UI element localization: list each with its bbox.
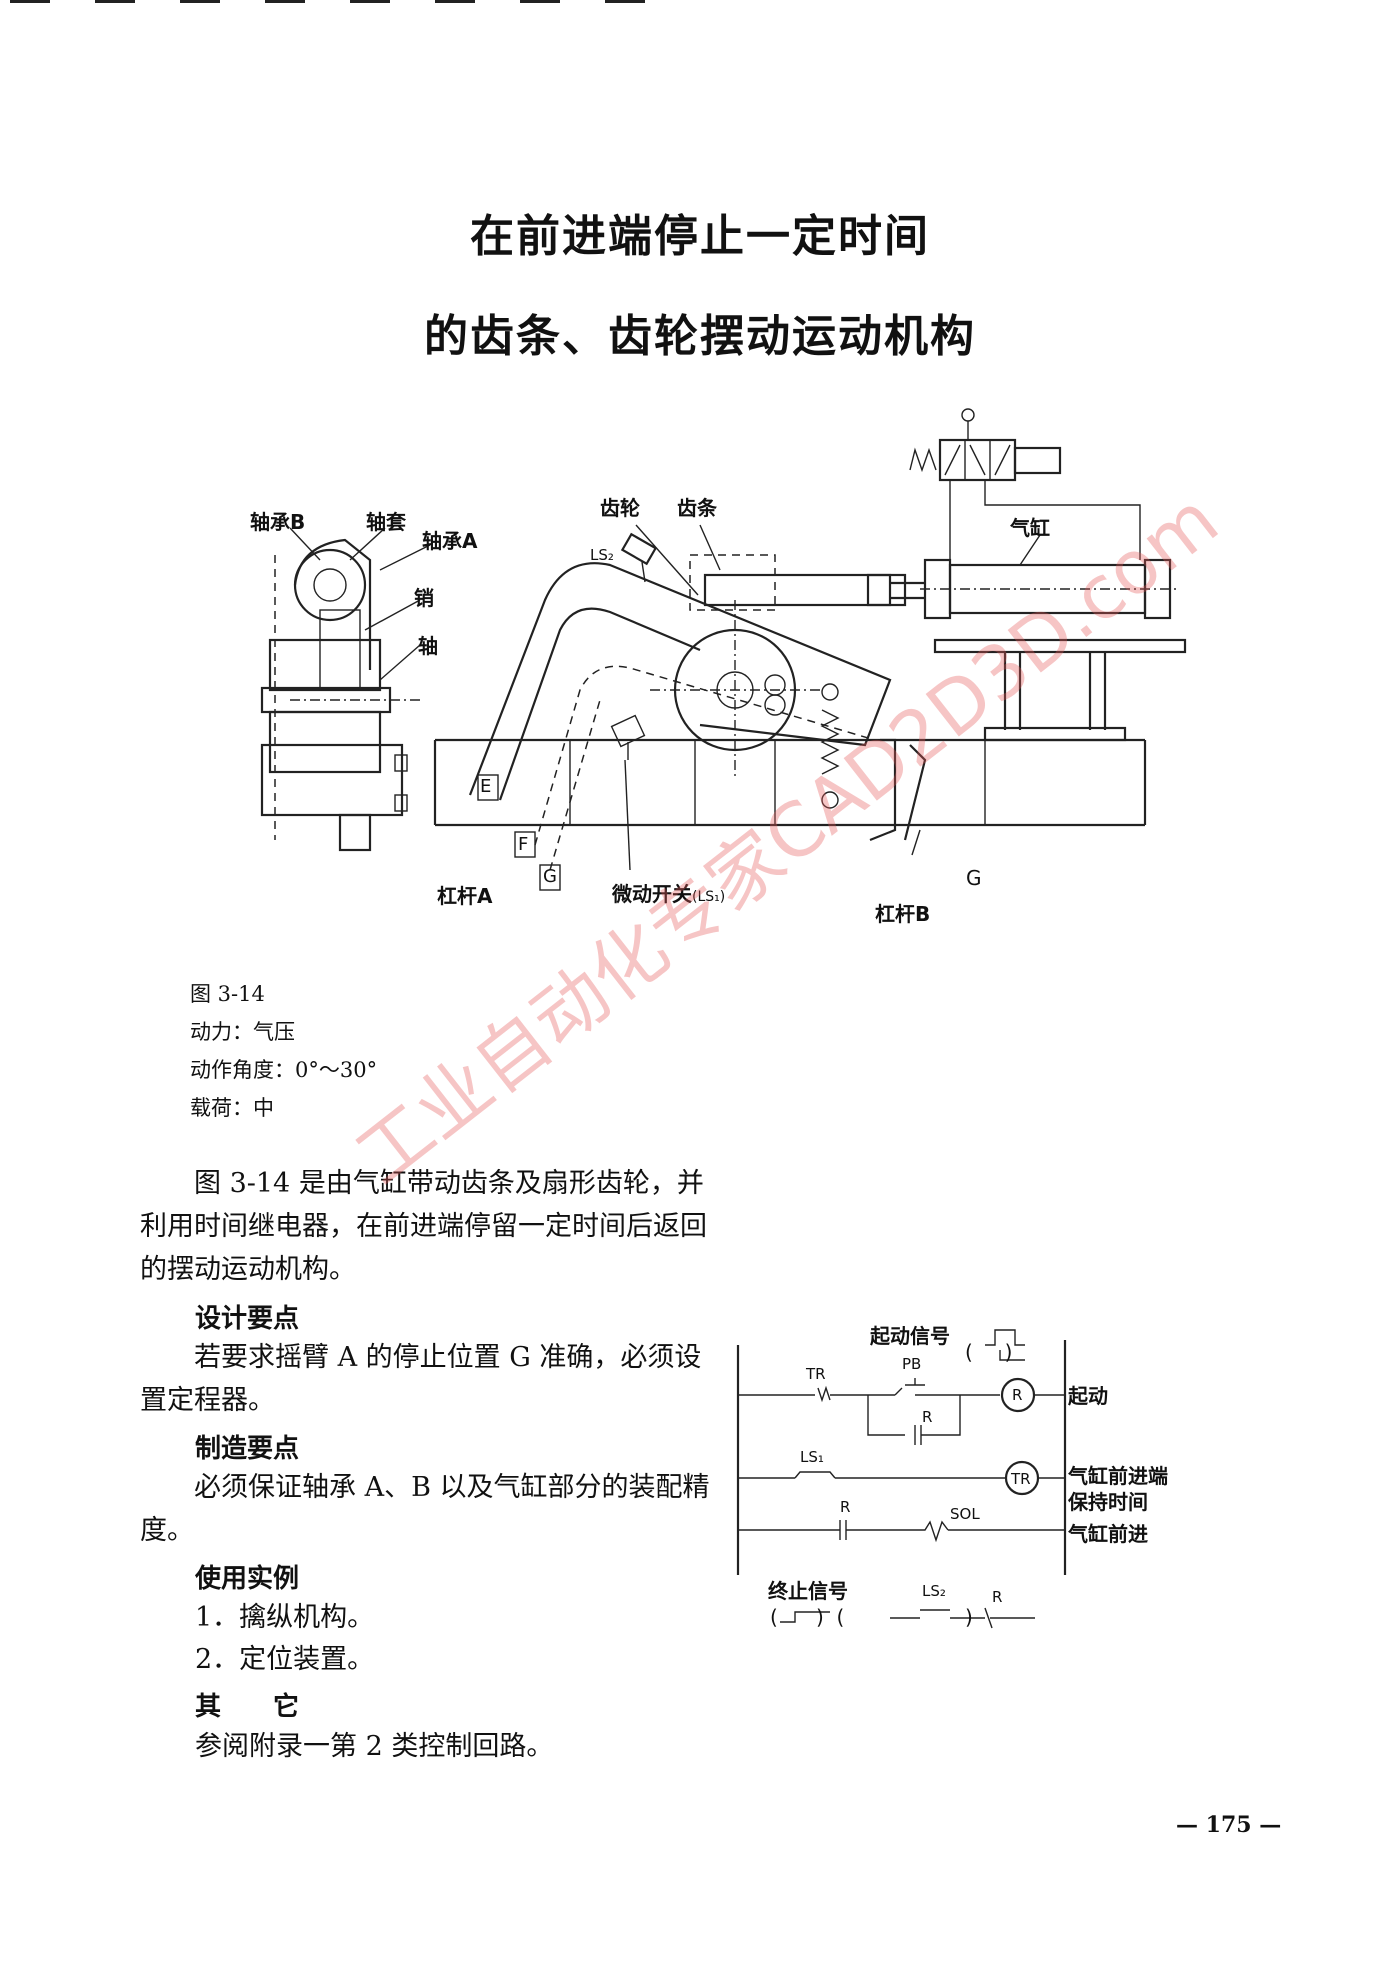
- circuit-ls1: LS₁: [800, 1448, 824, 1466]
- label-g-left: G: [543, 866, 557, 887]
- circuit-end-signal: 终止信号: [768, 1579, 848, 1603]
- scan-mark: [95, 0, 135, 3]
- circuit-end-signal-paren: ( ) ( ): [770, 1605, 973, 1629]
- intro-paragraph: 图 3-14 是由气缸带动齿条及扇形齿轮，并利用时间继电器，在前进端停留一定时间…: [140, 1168, 707, 1285]
- scan-mark: [435, 0, 475, 3]
- circuit-hold-time-line2: 保持时间: [1068, 1490, 1148, 1514]
- circuit-r-self: R: [922, 1408, 933, 1426]
- lever-a-drawing: [468, 562, 892, 891]
- label-shaft: 轴: [418, 634, 438, 658]
- label-ls2: LS₂: [590, 546, 614, 564]
- page-number: — 175 —: [1176, 1812, 1282, 1838]
- scan-mark: [350, 0, 390, 3]
- scan-mark: [10, 0, 50, 3]
- lever-b-drawing: [869, 738, 927, 842]
- other-heading: 其 它: [195, 1692, 300, 1722]
- circuit-r-coil: R: [1012, 1386, 1023, 1404]
- scan-mark: [265, 0, 305, 3]
- micro-switch-code: (LS₁): [692, 889, 726, 905]
- cylinder-drawing: [920, 558, 1187, 742]
- manufacturing-paragraph: 必须保证轴承 A、B 以及气缸部分的装配精度。: [140, 1472, 710, 1546]
- label-lever-a: 杠杆A: [437, 884, 493, 908]
- manufacturing-heading: 制造要点: [195, 1434, 300, 1464]
- circuit-ls2: LS₂: [922, 1582, 946, 1600]
- rack-drawing: [689, 554, 925, 611]
- label-micro-switch: 微动开关(LS₁): [612, 878, 725, 907]
- usage-item-1: 1．擒纵机构。: [195, 1602, 375, 1633]
- label-g-right: G: [966, 866, 982, 890]
- scan-mark: [180, 0, 220, 3]
- valve-drawing: [909, 408, 1141, 560]
- figure-power: 动力：气压: [190, 1020, 295, 1044]
- circuit-r-contact: R: [840, 1498, 851, 1516]
- circuit-tr-contact: TR: [806, 1365, 826, 1383]
- label-sleeve: 轴套: [366, 510, 406, 534]
- circuit-advance: 气缸前进: [1068, 1522, 1148, 1546]
- label-rack: 齿条: [677, 496, 717, 520]
- circuit-start: 起动: [1068, 1384, 1108, 1408]
- micro-switch-ls1-drawing: [610, 714, 646, 760]
- bearing-assembly-drawing: [260, 538, 420, 852]
- circuit-tr-coil: TR: [1011, 1470, 1031, 1488]
- scan-mark: [605, 0, 645, 3]
- figure-load: 载荷：中: [190, 1096, 274, 1120]
- label-e: E: [480, 776, 492, 797]
- label-pin: 销: [414, 586, 434, 610]
- page-title-line2: 的齿条、齿轮摆动运动机构: [424, 311, 976, 362]
- design-paragraph: 若要求摇臂 A 的停止位置 G 准确，必须设置定程器。: [140, 1342, 702, 1416]
- label-f: F: [518, 834, 529, 855]
- circuit-hold-time-line1: 气缸前进端: [1068, 1464, 1168, 1488]
- design-heading: 设计要点: [195, 1304, 300, 1334]
- circuit-start-signal: 起动信号: [870, 1324, 950, 1348]
- page-title-line1: 在前进端停止一定时间: [470, 211, 930, 262]
- label-bearing-b: 轴承B: [250, 510, 306, 534]
- usage-heading: 使用实例: [195, 1564, 300, 1594]
- label-gear: 齿轮: [600, 496, 640, 520]
- circuit-pb: PB: [902, 1355, 922, 1373]
- micro-switch-text: 微动开关: [612, 882, 692, 906]
- label-cylinder: 气缸: [1010, 516, 1050, 540]
- limit-switch-ls2-drawing: [620, 532, 658, 583]
- spring-drawing: [820, 683, 840, 809]
- circuit-start-signal-paren: ( ): [965, 1340, 1013, 1364]
- label-lever-b: 杠杆B: [875, 902, 931, 926]
- figure-angle: 动作角度：0°～30°: [190, 1058, 378, 1082]
- gear-drawing: [650, 600, 820, 780]
- circuit-sol: SOL: [950, 1505, 980, 1523]
- scan-mark: [520, 0, 560, 3]
- label-bearing-a: 轴承A: [422, 529, 478, 553]
- circuit-r-nc: R: [992, 1588, 1003, 1606]
- figure-meta: 图 3-14 动力：气压 动作角度：0°～30° 载荷：中: [190, 975, 377, 1127]
- other-paragraph: 参阅附录一第 2 类控制回路。: [195, 1731, 554, 1762]
- figure-number: 图 3-14: [190, 982, 265, 1006]
- usage-item-2: 2．定位装置。: [195, 1644, 375, 1675]
